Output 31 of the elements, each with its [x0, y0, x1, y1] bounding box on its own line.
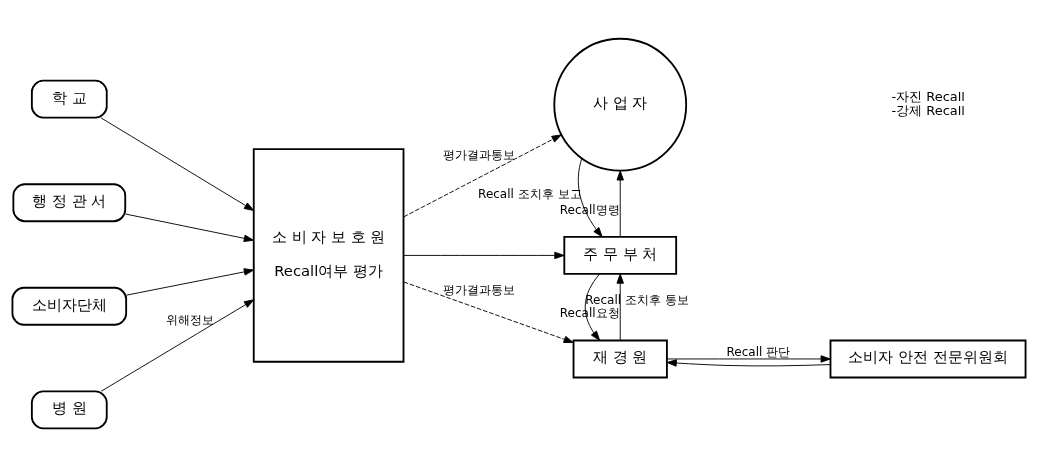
arrow: [666, 354, 831, 363]
node-label: -강제 Recall: [891, 102, 965, 118]
arrow: [403, 281, 574, 343]
edge-label: Recall 조치후 통보: [585, 292, 689, 307]
arrow: [577, 157, 603, 237]
edge-label: Recall 판단: [726, 344, 791, 359]
arrow: [125, 267, 254, 296]
arrow: [616, 169, 624, 237]
edge-label: Recall요청: [559, 305, 620, 320]
edge-label: 평가결과통보: [442, 282, 515, 297]
node-box: 소비자단체: [11, 286, 128, 326]
node-label: -자진 Recall: [891, 88, 965, 104]
node-box: 소비자 안전 전문위원회: [829, 339, 1027, 378]
node-box: 재 경 원: [572, 339, 668, 378]
edge-label: 위해정보: [165, 312, 214, 327]
node-box: 학 교: [30, 79, 108, 119]
edge-label: 평가결과통보: [442, 147, 515, 162]
edge-label: Recall명령: [559, 202, 620, 217]
arrow: [403, 133, 562, 217]
arrow: [666, 358, 831, 367]
node-box: 소 비 자 보 호 원 Recall여부 평가: [252, 147, 405, 363]
node-box: 병 원: [30, 389, 108, 429]
node-box: 행 정 관 서: [12, 182, 127, 222]
arrow: [125, 213, 254, 242]
edge-label: Recall 조치후 보고: [478, 186, 582, 201]
arrow: [584, 273, 601, 341]
arrow: [100, 298, 255, 392]
node-box: 주 무 부 처: [563, 235, 678, 275]
arrow: [616, 273, 624, 341]
arrow: [100, 116, 255, 211]
arrow: [403, 251, 565, 259]
